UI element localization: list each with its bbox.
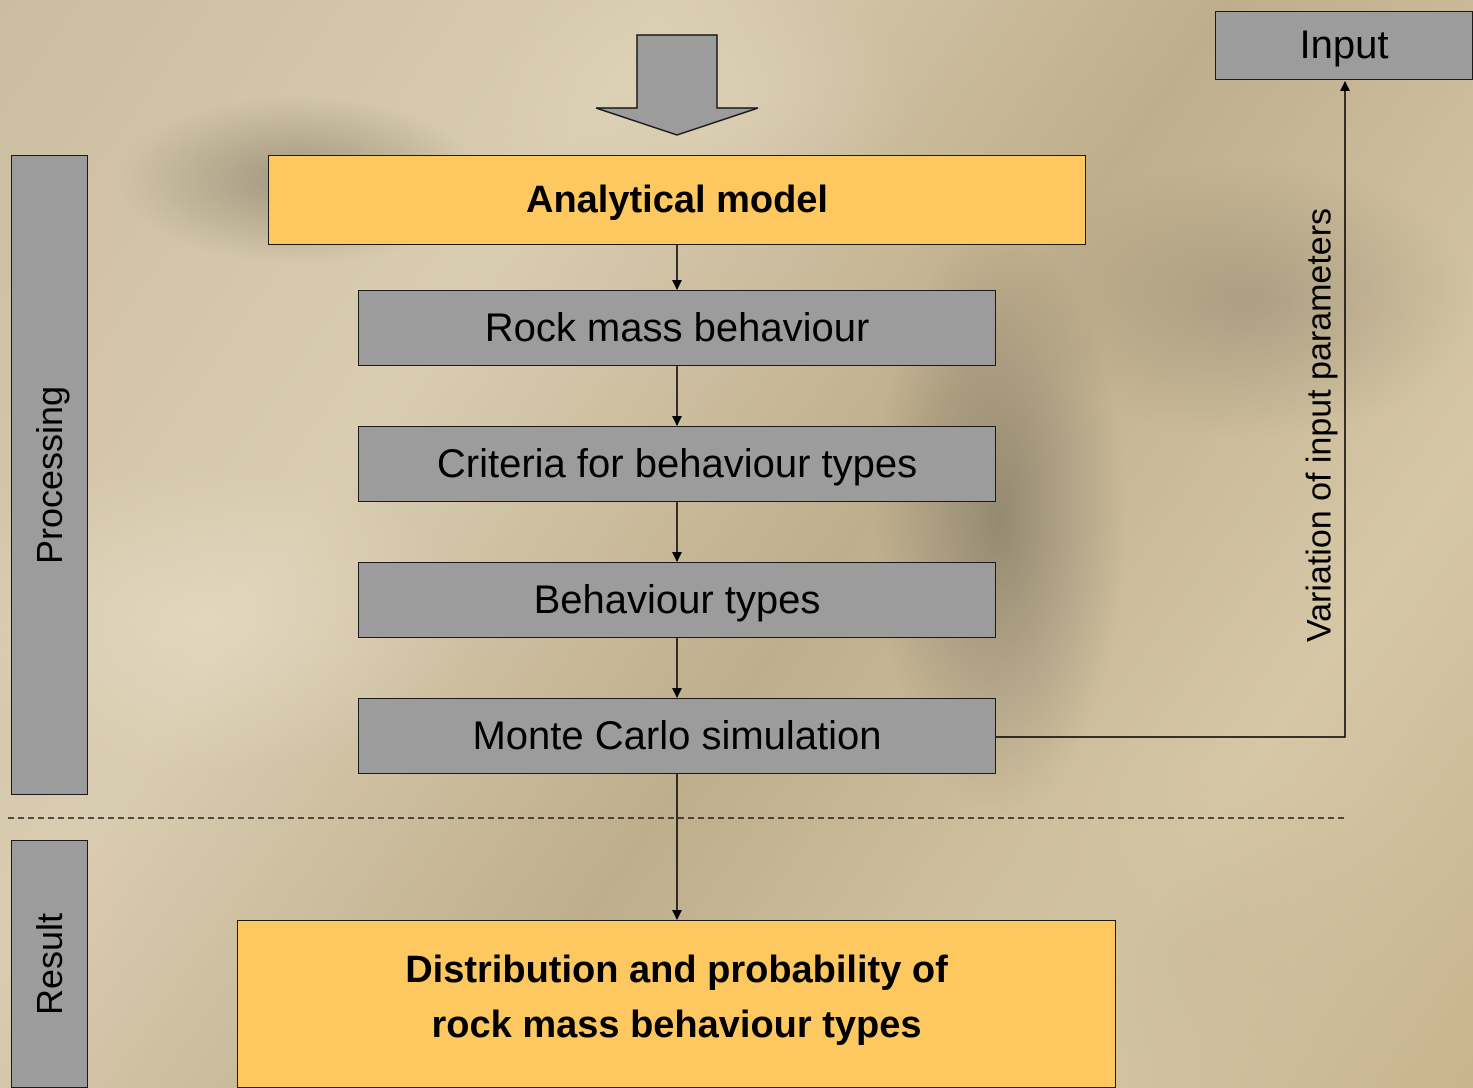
behaviour-types-label: Behaviour types (533, 577, 821, 622)
criteria-box: Criteria for behaviour types (358, 426, 996, 502)
input-box: Input (1215, 11, 1473, 80)
analytical-model-label: Analytical model (526, 178, 828, 221)
behaviour-types-box: Behaviour types (358, 562, 996, 638)
result-line-2: rock mass behaviour types (431, 1004, 922, 1046)
result-label-text: Result (28, 912, 70, 1016)
analytical-model-box: Analytical model (268, 155, 1086, 245)
result-line-1: Distribution and probability of (405, 948, 948, 991)
feedback-loop-arrow (995, 81, 1350, 738)
monte-carlo-label: Monte Carlo simulation (472, 713, 882, 758)
feedback-label: Variation of input parameters (1300, 207, 1339, 643)
result-section-label: Result (11, 840, 88, 1088)
input-label: Input (1299, 23, 1389, 67)
monte-carlo-box: Monte Carlo simulation (358, 698, 996, 774)
rock-mass-behaviour-box: Rock mass behaviour (358, 290, 996, 366)
rock-mass-behaviour-label: Rock mass behaviour (484, 305, 870, 350)
criteria-label: Criteria for behaviour types (436, 441, 918, 486)
processing-section-label: Processing (11, 155, 88, 795)
result-box: Distribution and probability of rock mas… (237, 920, 1116, 1088)
input-block-arrow (595, 34, 759, 136)
processing-label-text: Processing (28, 385, 70, 565)
